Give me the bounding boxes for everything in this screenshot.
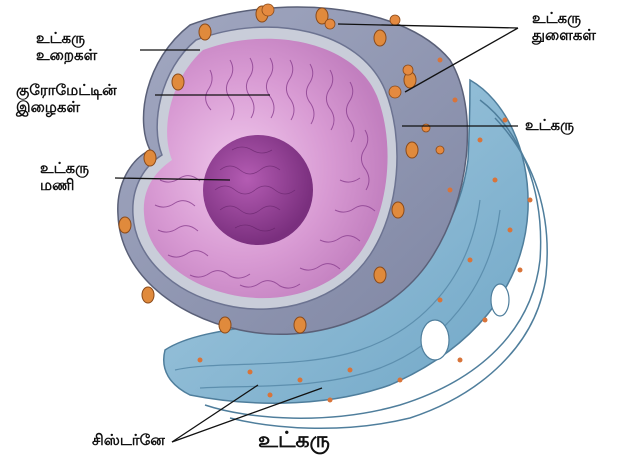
label-nucleolus: உட்கரு மணி	[40, 160, 89, 194]
label-nucleolus-line2: மணி	[40, 177, 89, 194]
label-nuclear-pores: உட்கரு துளைகள்	[532, 10, 596, 44]
diagram-title: உட்கரு	[258, 428, 330, 456]
label-chromatin-line1: குரோமேட்டின்	[16, 82, 117, 99]
label-cisternae: சிஸ்டர்னே	[92, 432, 165, 449]
label-nucleus-right: உட்கரு	[525, 117, 574, 134]
nucleolus	[203, 135, 313, 245]
label-nuclear-envelope-line2: உறைகள்	[36, 47, 97, 64]
label-nuclear-pores-line2: துளைகள்	[532, 27, 596, 44]
label-nuclear-envelope-line1: உட்கரு	[36, 30, 97, 47]
label-nuclear-envelope: உட்கரு உறைகள்	[36, 30, 97, 64]
label-chromatin-line2: இழைகள்	[16, 99, 117, 116]
label-nucleolus-line1: உட்கரு	[40, 160, 89, 177]
label-nuclear-pores-line1: உட்கரு	[532, 10, 596, 27]
label-chromatin: குரோமேட்டின் இழைகள்	[16, 82, 117, 116]
